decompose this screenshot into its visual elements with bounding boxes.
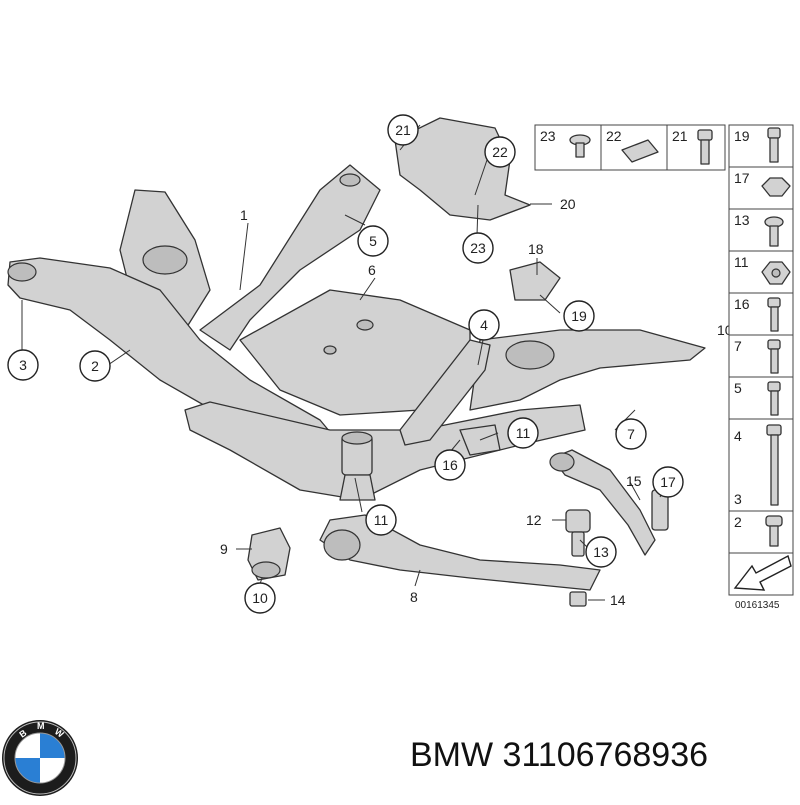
svg-text:7: 7 <box>627 426 635 442</box>
bolt-icon <box>697 129 713 165</box>
svg-text:5: 5 <box>369 233 377 249</box>
callout-2: 2 <box>79 350 111 382</box>
svg-text:B: B <box>17 727 28 739</box>
svg-text:4: 4 <box>480 317 488 333</box>
bolt-icon <box>764 216 784 247</box>
label-14: 14 <box>610 592 626 608</box>
bolt-icon <box>767 381 781 416</box>
svg-text:M: M <box>37 721 45 731</box>
control-arm-drawing <box>247 514 601 591</box>
hex-nut-icon <box>761 261 791 285</box>
table-item-2: 2 <box>734 514 742 530</box>
table-item-11: 11 <box>734 254 749 270</box>
leader-lines <box>21 124 669 601</box>
callout-11-lower: 11 <box>365 504 397 536</box>
svg-text:19: 19 <box>571 308 587 324</box>
svg-text:13: 13 <box>593 544 609 560</box>
svg-text:10: 10 <box>252 590 268 606</box>
callout-10: 10 <box>244 582 276 614</box>
circled-callouts: 21 22 23 3 2 5 4 11 <box>7 114 684 614</box>
callout-23: 23 <box>462 232 494 264</box>
label-12: 12 <box>526 512 542 528</box>
plain-labels: 1 6 18 20 15 12 9 8 14 10 <box>220 196 733 608</box>
bmw-roundel-icon: B M W <box>2 720 78 796</box>
callout-11-upper: 11 <box>507 417 539 449</box>
svg-text:11: 11 <box>374 512 389 528</box>
label-18: 18 <box>528 241 544 257</box>
svg-text:11: 11 <box>516 425 531 441</box>
bolt-icon <box>767 297 781 332</box>
screw-icon <box>569 134 591 158</box>
table-item-4: 4 <box>734 428 742 444</box>
callout-13: 13 <box>585 536 617 568</box>
bolt-icon <box>767 127 781 163</box>
fastener-table-column: 19 17 13 11 16 7 5 4 3 2 <box>728 124 794 611</box>
label-8: 8 <box>410 589 418 605</box>
part-caption: BMW 31106768936 <box>410 736 709 774</box>
callout-22: 22 <box>484 136 516 168</box>
table-item-3: 3 <box>734 491 742 507</box>
label-20: 20 <box>560 196 576 212</box>
label-9: 9 <box>220 541 228 557</box>
callout-17: 17 <box>652 466 684 498</box>
svg-text:2: 2 <box>91 358 99 374</box>
label-1: 1 <box>240 207 248 223</box>
long-bolt-icon <box>766 424 782 506</box>
callout-7: 7 <box>615 418 647 450</box>
callout-5: 5 <box>357 225 389 257</box>
svg-text:23: 23 <box>470 240 486 256</box>
fastener-table-top-row: 23 22 21 <box>534 124 726 171</box>
clip-nut-icon <box>621 139 659 163</box>
label-6: 6 <box>368 262 376 278</box>
callout-16: 16 <box>434 449 466 481</box>
table-item-7: 7 <box>734 338 742 354</box>
flange-nut-icon <box>761 177 791 197</box>
front-subframe-drawing <box>7 164 706 501</box>
bolt-icon <box>767 339 781 374</box>
direction-arrow-icon <box>733 554 792 591</box>
socket-screw-icon <box>765 515 783 547</box>
table-item-17: 17 <box>734 170 750 186</box>
svg-text:16: 16 <box>442 457 458 473</box>
svg-text:17: 17 <box>660 474 676 490</box>
table-item-13: 13 <box>734 212 750 228</box>
svg-text:22: 22 <box>492 144 508 160</box>
table-item-16: 16 <box>734 296 750 312</box>
label-15: 15 <box>626 473 642 489</box>
table-item-5: 5 <box>734 380 742 396</box>
table-item-21: 21 <box>672 128 688 144</box>
drawing-number: 00161345 <box>735 600 780 611</box>
callout-19: 19 <box>563 300 595 332</box>
callout-4: 4 <box>468 309 500 341</box>
svg-text:21: 21 <box>395 122 411 138</box>
svg-text:3: 3 <box>19 357 27 373</box>
callout-21: 21 <box>387 114 419 146</box>
table-item-22: 22 <box>606 128 622 144</box>
bracket-drawing <box>509 261 561 301</box>
callout-3: 3 <box>7 349 39 381</box>
table-item-23: 23 <box>540 128 556 144</box>
table-item-19: 19 <box>734 128 750 144</box>
